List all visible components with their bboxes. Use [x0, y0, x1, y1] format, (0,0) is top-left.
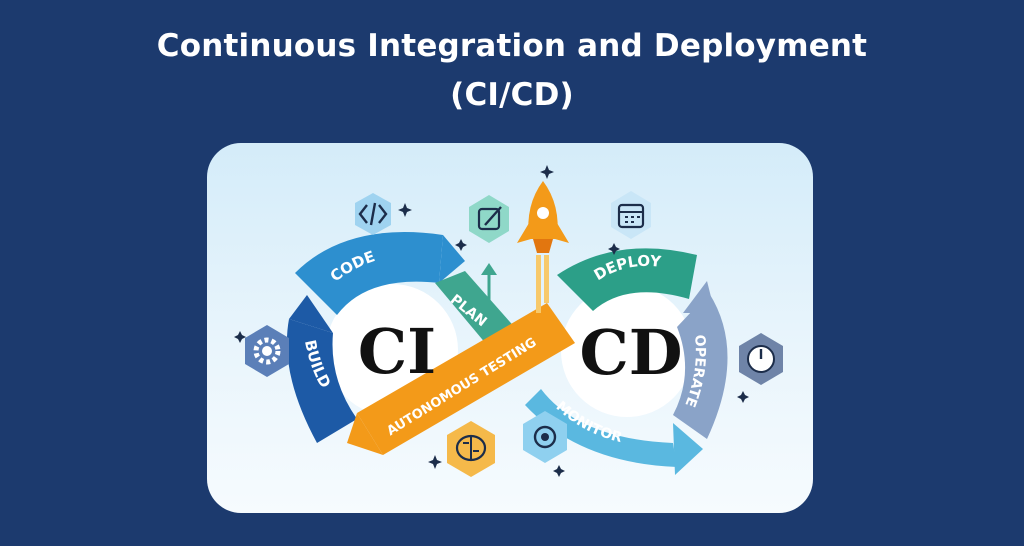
- rocket-icon: [517, 181, 569, 313]
- code-segment-arrow: [439, 235, 465, 283]
- brain-icon: [447, 421, 495, 477]
- code-segment: [295, 232, 443, 315]
- arrow-up-icon: [481, 263, 497, 303]
- eye-icon: [523, 411, 567, 463]
- cd-label: CD: [579, 316, 682, 389]
- build-segment-arrow: [289, 295, 333, 333]
- deploy-segment: [557, 248, 697, 311]
- sparkle-decoration: [234, 165, 749, 477]
- monitor-segment: [525, 389, 677, 467]
- cicd-infinity-diagram: CODE BUILD PLAN DEPLOY OPERATE MONITOR A…: [234, 165, 783, 477]
- calendar-icon: [611, 191, 651, 239]
- testing-segment: [357, 303, 575, 455]
- operate-segment-arrow: [683, 281, 715, 313]
- ci-label: CI: [358, 315, 436, 388]
- page-subtitle: (CI/CD): [450, 77, 574, 113]
- cicd-diagram-card: CODE BUILD PLAN DEPLOY OPERATE MONITOR A…: [207, 143, 813, 513]
- code-tag-icon: [355, 193, 391, 235]
- operate-segment: [673, 293, 728, 439]
- testing-segment-tail: [347, 413, 383, 455]
- edit-icon: [469, 195, 509, 243]
- monitor-segment-arrow: [673, 423, 703, 475]
- gear-icon: [245, 325, 289, 377]
- build-segment: [286, 319, 357, 443]
- gauge-icon: [739, 333, 783, 385]
- cd-hub: [561, 285, 693, 417]
- page-title: Continuous Integration and Deployment: [156, 28, 868, 64]
